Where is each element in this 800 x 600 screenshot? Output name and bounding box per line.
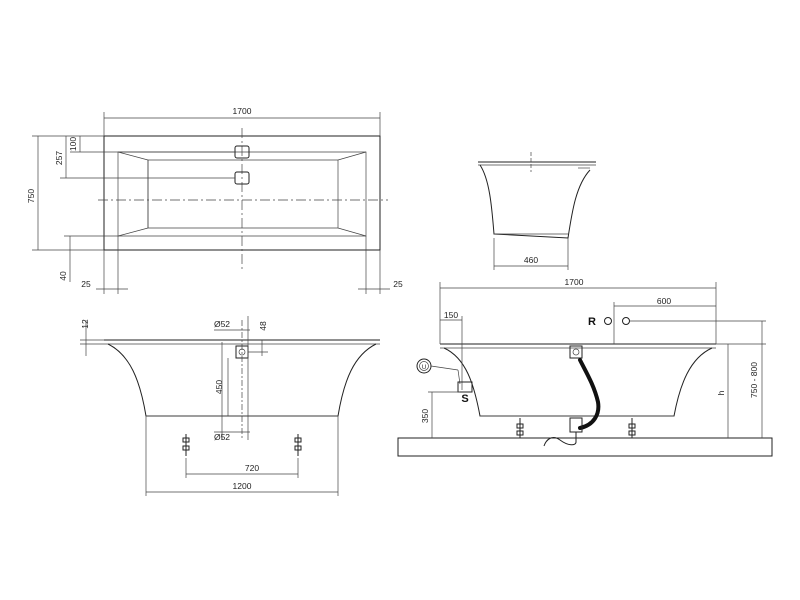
dim-257-label: 257 [54, 151, 64, 165]
foot-left-icon [182, 434, 190, 456]
tap-offset-label: 600 [657, 296, 671, 306]
height-var-label: h [716, 390, 726, 395]
edge-left-label: 25 [81, 279, 91, 289]
top-length-label: 1700 [233, 106, 252, 116]
drain-bottom-label: Ø52 [214, 432, 230, 442]
drain-trap-icon [543, 432, 577, 447]
dim-100-label: 100 [68, 137, 78, 151]
drain-hose [578, 358, 601, 430]
feet-spacing-label: 720 [245, 463, 259, 473]
floor-height-label: 350 [420, 409, 430, 423]
foot-installed-left-icon [516, 418, 524, 438]
label-r: R [588, 316, 596, 328]
floor-platform [397, 437, 773, 457]
side-profile [479, 164, 591, 239]
top-width-label: 750 [26, 189, 36, 203]
label-u: U [422, 365, 426, 371]
s-fitting-icon [457, 381, 473, 393]
tap-icon [622, 317, 630, 325]
side-width-label: 460 [524, 255, 538, 265]
base-width-label: 1200 [233, 481, 252, 491]
dim-40-label: 40 [58, 271, 68, 281]
foot-installed-right-icon [628, 418, 636, 438]
depth-label: 450 [214, 380, 224, 394]
installed-view: 1700 600 R 150 U S [397, 277, 773, 457]
height-range-label: 750 - 800 [749, 362, 759, 398]
side-view: 460 [478, 152, 596, 270]
drain-offset-label: 48 [258, 321, 268, 331]
wall-offset-label: 150 [444, 310, 458, 320]
drain-top-label: Ø52 [214, 319, 230, 329]
installed-length-label: 1700 [565, 277, 584, 287]
front-view: 12 Ø52 48 450 Ø52 720 12 [80, 316, 380, 496]
foot-right-icon [294, 434, 302, 456]
edge-right-label: 25 [393, 279, 403, 289]
label-s: S [461, 393, 468, 405]
top-view: 1700 750 100 257 40 25 25 [26, 106, 403, 294]
rim-label: 12 [80, 319, 90, 329]
overflow-fitting-installed-icon [569, 345, 583, 359]
tap-icon [604, 317, 612, 325]
